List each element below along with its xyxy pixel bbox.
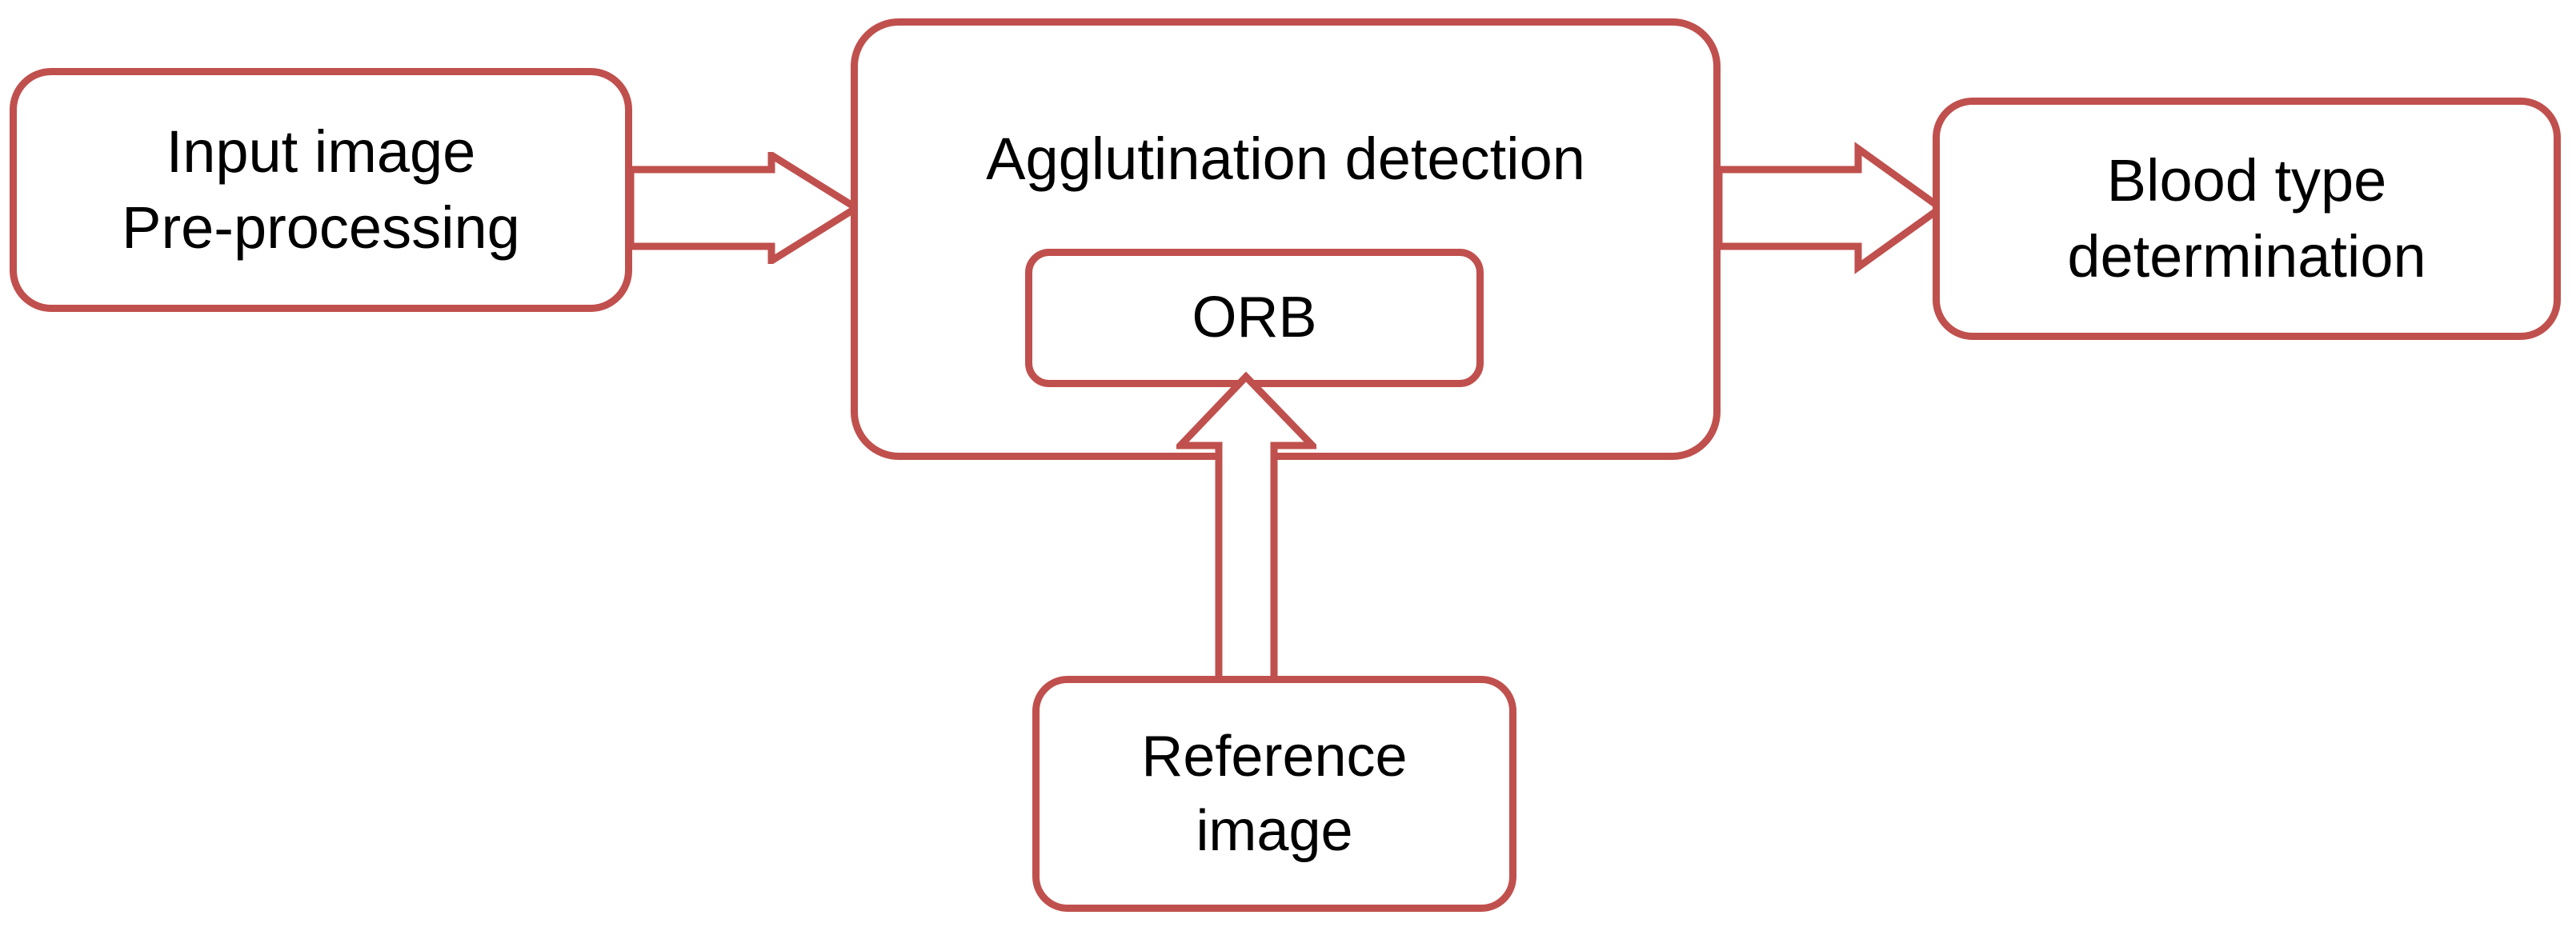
- arrow-agglutination-to-blood-icon: [1716, 142, 1944, 274]
- node-reference-image-line-1: Reference: [1141, 725, 1408, 789]
- arrow-reference-to-orb-icon: [1176, 372, 1316, 688]
- node-blood-type-determination[interactable]: Blood type determination: [1933, 98, 2561, 340]
- node-input-image-line-2: Pre-processing: [122, 194, 520, 261]
- node-orb-label: ORB: [1192, 286, 1317, 350]
- node-reference-image[interactable]: Reference image: [1032, 676, 1516, 912]
- arrow-input-to-agglutination-icon: [627, 152, 859, 264]
- node-reference-image-line-2: image: [1196, 798, 1353, 863]
- node-orb[interactable]: ORB: [1025, 249, 1484, 387]
- node-agglutination-detection[interactable]: Agglutination detection ORB: [851, 18, 1721, 460]
- node-input-image-line-1: Input image: [166, 118, 476, 185]
- node-blood-type-line-2: determination: [2067, 222, 2426, 290]
- node-input-image-preprocessing[interactable]: Input image Pre-processing: [10, 68, 632, 312]
- node-blood-type-line-1: Blood type: [2106, 146, 2387, 214]
- node-agglutination-label: Agglutination detection: [986, 126, 1585, 192]
